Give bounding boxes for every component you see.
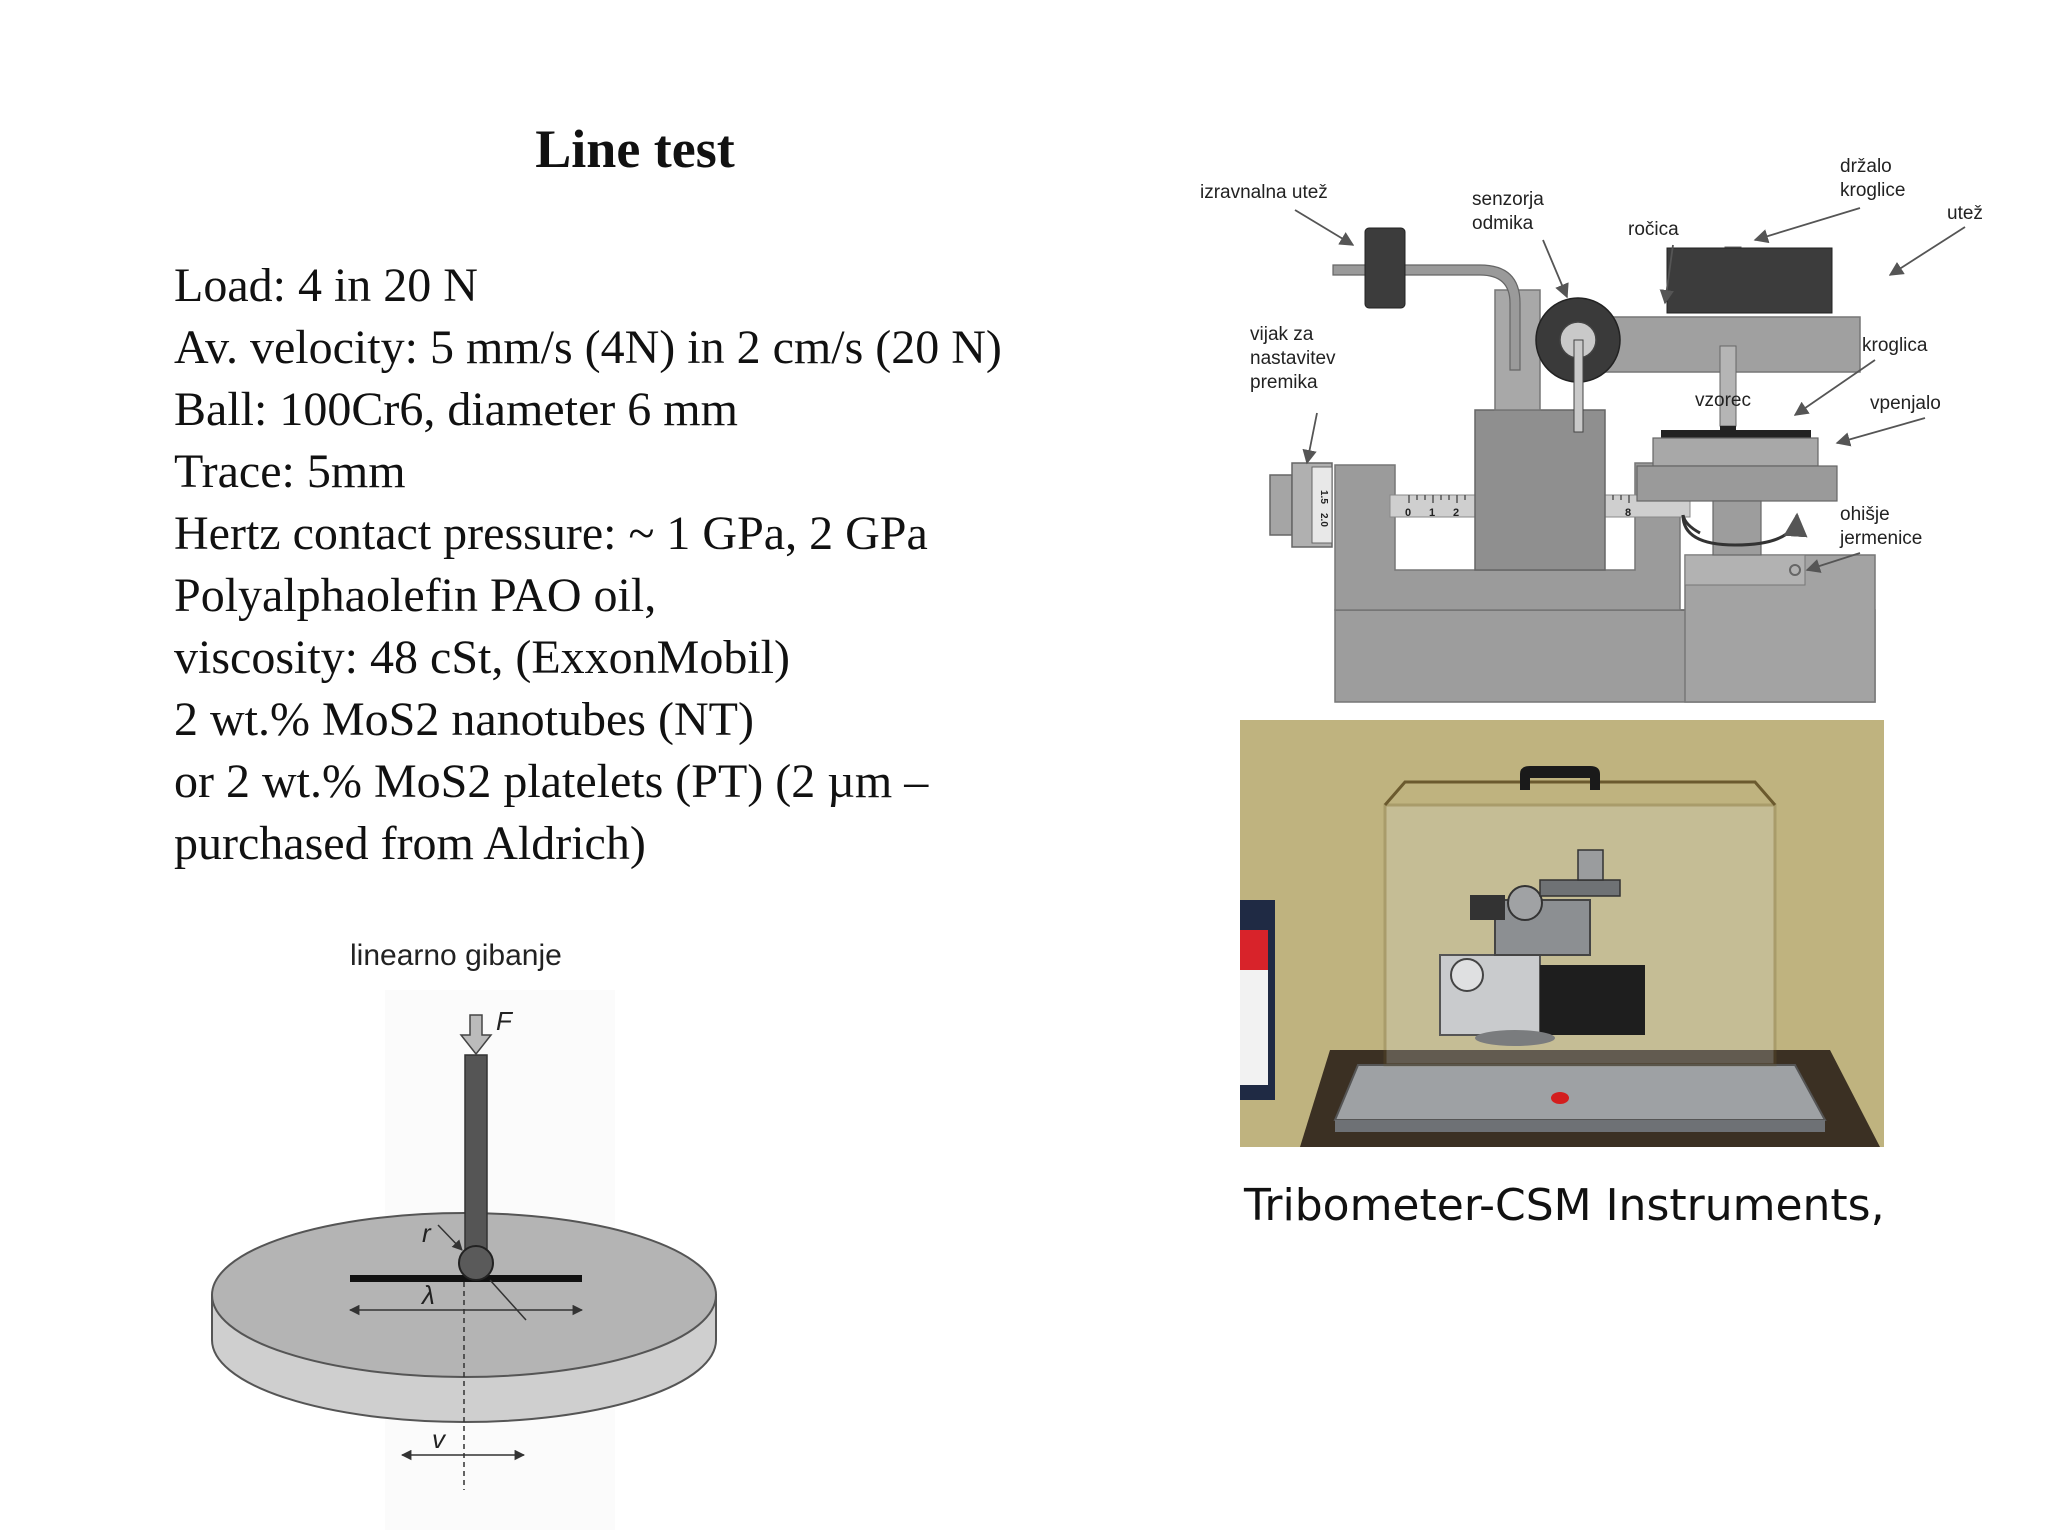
drum-tick-label: 2.0 xyxy=(1318,513,1329,527)
linear-motion-diagram: linearno gibanje F r λ v xyxy=(211,939,717,1530)
force-arrow-icon xyxy=(459,1014,493,1056)
label-senzorja: senzorja xyxy=(1472,189,1544,210)
counterweight-rod xyxy=(1332,264,1521,371)
carriage xyxy=(1474,409,1606,571)
leader-arrow xyxy=(1302,412,1318,465)
stage xyxy=(1636,465,1838,502)
param-line: Trace: 5mm xyxy=(174,445,406,498)
label-izravnalna-utez: izravnalna utež xyxy=(1200,182,1328,203)
leader-arrow xyxy=(1659,244,1674,305)
sample xyxy=(1661,430,1811,438)
param-line: Hertz contact pressure: ~ 1 GPa, 2 GPa xyxy=(174,507,928,560)
micrometer-drum xyxy=(1311,466,1333,544)
radius-label: r xyxy=(422,1218,432,1248)
red-button xyxy=(1551,1092,1569,1104)
leader-arrow xyxy=(1835,417,1926,447)
param-line: 2 wt.% MoS2 nanotubes (NT) xyxy=(174,693,754,746)
weight xyxy=(1666,247,1833,314)
param-line: Ball: 100Cr6, diameter 6 mm xyxy=(174,383,738,436)
counterweight xyxy=(1364,227,1406,309)
label-kroglice: kroglice xyxy=(1840,180,1905,201)
leader-arrow xyxy=(1753,207,1861,244)
base-plate xyxy=(1333,1064,1827,1121)
label-kroglica: kroglica xyxy=(1862,335,1928,356)
instrument-motor-block xyxy=(1540,965,1645,1035)
tribometer-photo xyxy=(1240,720,1884,1147)
test-parameters: Load: 4 in 20 N Av. velocity: 5 mm/s (4N… xyxy=(174,255,1002,875)
velocity-label: v xyxy=(432,1424,447,1454)
param-line: purchased from Aldrich) xyxy=(174,817,646,870)
param-line: or 2 wt.% MoS2 platelets (PT) (2 µm – xyxy=(174,755,929,808)
scale-tick-label: 2 xyxy=(1453,507,1459,519)
label-premika: premika xyxy=(1250,372,1318,393)
drum-tick-label: 1.5 xyxy=(1318,490,1329,504)
label-vpenjalo: vpenjalo xyxy=(1870,393,1941,414)
force-label: F xyxy=(496,1006,514,1036)
label-rocica: ročica xyxy=(1628,219,1679,240)
scale-tick-label: 8 xyxy=(1625,507,1631,519)
param-line: Av. velocity: 5 mm/s (4N) in 2 cm/s (20 … xyxy=(174,321,1002,374)
ball xyxy=(458,1245,494,1281)
label-nastavitev: nastavitev xyxy=(1250,348,1336,369)
tribometer-schematic: 0 1 2 8 1.5 2.0 izravnalna utež senzorja… xyxy=(1200,156,1983,703)
radius-arrow xyxy=(437,1224,463,1251)
leader-arrow xyxy=(1294,209,1355,246)
enclosure-handle xyxy=(1520,766,1600,790)
motion-label: linearno gibanje xyxy=(350,939,562,972)
photo-caption: Tribometer-CSM Instruments, xyxy=(1244,1180,1885,1231)
label-odmika: odmika xyxy=(1472,213,1534,234)
slide-title: Line test xyxy=(535,119,735,179)
label-jermenice: jermenice xyxy=(1839,528,1922,549)
trace-line xyxy=(350,1275,582,1282)
scale-ticks xyxy=(1408,495,1630,503)
clamp xyxy=(1652,437,1819,467)
param-line: Polyalphaolefin PAO oil, xyxy=(174,569,657,622)
spindle xyxy=(1712,500,1762,556)
scale-tick-label: 1 xyxy=(1429,507,1435,519)
param-line: Load: 4 in 20 N xyxy=(174,259,478,312)
leader-arrow xyxy=(1805,552,1861,573)
label-utez: utež xyxy=(1947,203,1983,224)
leader-arrow xyxy=(1793,359,1876,416)
sensor-pin xyxy=(1573,339,1584,433)
label-drzalo: držalo xyxy=(1840,156,1892,177)
param-line: viscosity: 48 cSt, (ExxonMobil) xyxy=(174,631,790,684)
leader-arrow xyxy=(1888,226,1966,276)
label-vzorec: vzorec xyxy=(1695,390,1751,411)
rod xyxy=(464,1054,488,1271)
ball-holder xyxy=(1719,345,1737,427)
adjust-knob xyxy=(1269,474,1293,536)
label-ohisje: ohišje xyxy=(1840,504,1890,525)
rotation-arrow-icon xyxy=(1681,512,1808,547)
leader-arrow xyxy=(1542,239,1569,299)
lambda-label: λ xyxy=(420,1280,435,1310)
label-vijak: vijak za xyxy=(1250,324,1314,345)
scale-tick-label: 0 xyxy=(1405,507,1411,519)
